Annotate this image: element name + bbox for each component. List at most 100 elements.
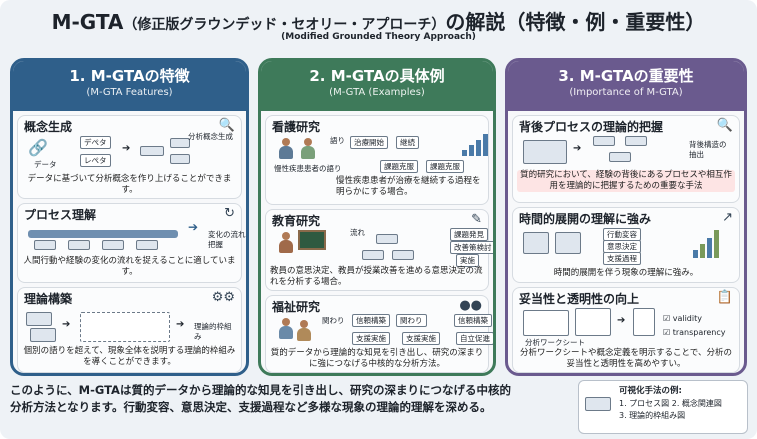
coin-stack-icon	[523, 232, 549, 254]
section-heading: 看護研究	[272, 120, 321, 134]
panel-title: 1. M-GTAの特徴	[69, 67, 190, 85]
footer-line: このように、M-GTAは質的データから理論的な知見を引き出し、研究の深まりにつな…	[10, 383, 511, 397]
caption: 慢性疾患患者の語り	[274, 164, 342, 173]
legend-item: 3. 理論的枠組み図	[619, 411, 686, 420]
transparency-text: transparency	[672, 328, 726, 337]
section-description: 教員の意思決定、教員が授業改善を進める意思決定の流れを分析する場合。	[270, 266, 483, 287]
framework-box	[80, 312, 170, 342]
section-heading: 福祉研究	[272, 300, 321, 314]
client-figure	[296, 320, 312, 342]
patient-figure	[278, 138, 294, 160]
concept-node	[170, 154, 190, 164]
section-heading: 時間的展開の理解に強み	[519, 212, 652, 226]
section-heading: 教育研究	[272, 214, 321, 228]
structure-extraction-label: 背後構造の抽出	[689, 140, 727, 159]
panel-subtitle: (M-GTA (Examples)	[329, 87, 425, 98]
section-description: 個別の語りを超えて、現象全体を説明する理論的枠組みを導くことができます。	[23, 346, 236, 367]
flow-node	[392, 250, 414, 260]
section-heading: 背後プロセスの理論的把握	[519, 120, 664, 134]
step-box: 継続	[396, 136, 419, 149]
transparency-label: ☑ transparency	[663, 328, 726, 337]
people-icon: ●●	[459, 298, 482, 313]
process-node	[102, 240, 124, 250]
section-description: 時間的展開を伴う現象の理解に強み。	[553, 268, 699, 278]
process-node	[34, 240, 56, 250]
section-process-understanding: プロセス理解 ↻ ➔ 変化の流れ把握 人間行動や経験の変化の流れを捉えることに適…	[17, 203, 246, 283]
section-temporal-development: 時間的展開の理解に強み ↗ 行動変容 意思決定 支援過程 時間的展開を伴う現象の…	[512, 207, 740, 283]
section-description: 人間行動や経験の変化の流れを捉えることに適しています。	[23, 256, 236, 277]
panel-features-header: 1. M-GTAの特徴 (M-GTA Features)	[13, 61, 246, 111]
description-text: 教員が授業改善を進める意思決定の流れを分析する場合。	[270, 266, 483, 287]
legend-item: 1. プロセス図 2. 概念関連図	[619, 398, 722, 409]
step-box: 課題発見	[450, 228, 488, 241]
section-theory-building: 理論構築 ⚙⚙ ➔ ➔ 理論的枠組み 個別の語りを超えて、現象全体を説明する理論…	[17, 287, 242, 373]
step-box: 自立促進	[456, 332, 493, 345]
section-heading: 理論構築	[24, 292, 73, 306]
section-heading: プロセス理解	[24, 208, 97, 222]
caption: 教員の意思決定	[270, 266, 330, 276]
section-description: 慢性疾患患者が治療を継続する過程を明らかにする場合。	[336, 176, 481, 197]
title-paren: （修正版グラウンデッド・セオリー・アプローチ）	[123, 17, 446, 33]
growth-chart-icon	[693, 228, 719, 258]
panel-subtitle: (M-GTA Features)	[86, 87, 173, 98]
legend-item-text: 2. 概念関連図	[671, 399, 722, 408]
visualization-legend: 可視化手法の例: 1. プロセス図 2. 概念関連図 3. 理論的枠組み図	[578, 380, 748, 434]
section-description: 質的データから理論的な知見を引き出し、研究の深まりに強につなげる中核的な分析方法…	[270, 348, 484, 369]
concept-node	[170, 138, 190, 148]
process-node	[68, 240, 90, 250]
validity-label: ☑ validity	[663, 314, 702, 323]
page-title: M-GTA（修正版グラウンデッド・セオリー・アプローチ）の解説（特徴・例・重要性…	[0, 6, 757, 35]
checklist-icon	[633, 308, 655, 336]
section-description: 質的研究において、経験の背後にあるプロセスや相互作用を理論的に把握するための重要…	[517, 170, 735, 192]
chain-icon: 🔗	[28, 138, 48, 157]
clipboard-icon: 📋	[716, 290, 733, 305]
gears-icon: ⚙⚙	[211, 290, 235, 305]
title-suffix: の解説（特徴・例・重要性）	[445, 10, 706, 34]
teacher-figure	[278, 232, 294, 254]
arrow-icon: ➔	[573, 143, 582, 154]
analysis-concept-label: 分析概念生成	[188, 132, 233, 141]
footer-summary: このように、M-GTAは質的データから理論的な知見を引き出し、研究の深まりにつな…	[10, 382, 570, 416]
arrow-icon: ➔	[617, 315, 626, 326]
concept-box: デぺタ	[80, 136, 111, 149]
flow-node	[362, 250, 384, 260]
magnifier-icon: 🔍	[218, 118, 235, 133]
panel-importance: 3. M-GTAの重要性 (Importance of M-GTA) 背後プロセ…	[505, 58, 747, 376]
section-concept-generation: 概念生成 🔍 🔗 データ デぺタ レぺタ ➔ 分析概念生成 データに基づいて分析…	[17, 115, 242, 199]
section-nursing-research: 看護研究 語り 治療開始 継続 課題克服 課題克服 慢性疾患患者の語り 慢性疾患…	[265, 115, 489, 205]
theoretical-framework-label: 理論的枠組み	[194, 322, 232, 341]
diagram-icon	[585, 397, 611, 411]
section-validity-transparency: 妥当性と透明性の向上 📋 ➔ ☑ validity ☑ transparency…	[512, 287, 740, 373]
worksheet-icon	[575, 308, 611, 336]
step-box: 支援過程	[603, 252, 641, 265]
concept-node	[625, 136, 647, 146]
arrow-icon: ➔	[62, 319, 71, 330]
concept-node	[609, 152, 631, 162]
relationship-label: 関わり	[322, 316, 345, 325]
arrow-icon: ➔	[176, 319, 185, 330]
step-box: 信頼構築	[352, 314, 390, 327]
chart-up-icon: ↗	[722, 210, 733, 225]
flow-label: 流れ	[350, 228, 365, 237]
flow-node	[376, 234, 398, 244]
arrow-icon: ➔	[188, 220, 199, 234]
legend-title: 可視化手法の例:	[619, 386, 682, 396]
step-box: 課題克服	[380, 160, 418, 173]
document-icon	[555, 232, 581, 254]
data-label: データ	[34, 160, 57, 169]
note-card	[26, 312, 52, 326]
narrative-label: 語り	[330, 136, 345, 145]
section-background-process: 背後プロセスの理論的把握 🔍 ➔ 背後構造の抽出 質的研究において、経験の背後に…	[512, 115, 740, 203]
concept-box: レぺタ	[80, 154, 111, 167]
concept-node	[140, 146, 164, 156]
step-box: 信頼構築	[454, 314, 492, 327]
caregiver-figure	[278, 318, 294, 340]
arrow-icon: ➔	[122, 143, 131, 154]
pencil-icon: ✎	[471, 212, 482, 227]
growth-chart-icon	[462, 132, 488, 156]
change-flow-label: 変化の流れ把握	[208, 230, 246, 249]
panel-features: 1. M-GTAの特徴 (M-GTA Features) 概念生成 🔍 🔗 デー…	[10, 58, 249, 376]
step-box: 支援実施	[402, 332, 440, 345]
panel-title: 2. M-GTAの具体例	[309, 67, 445, 85]
